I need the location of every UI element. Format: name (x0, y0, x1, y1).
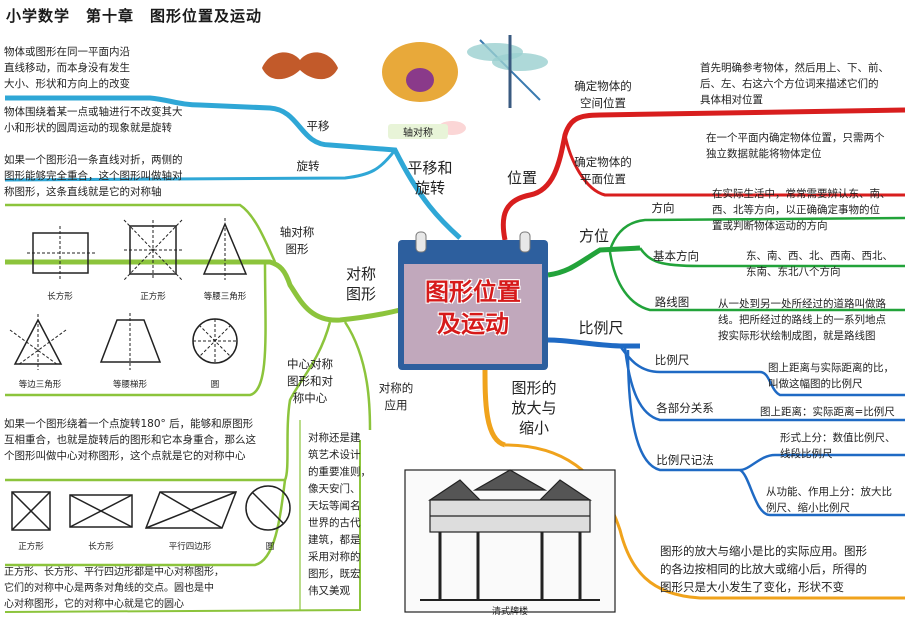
sub-axis-symmetry: 轴对称 图形 (279, 225, 315, 256)
central-shape-label: 平行四边形 (168, 542, 212, 552)
plane-position-desc: 在一个平面内确定物体位置，只需两个 独立数据就能将物体定位 (706, 132, 885, 160)
symmetry-images (262, 35, 548, 135)
route-map-desc: 从一处到另一处所经过的道路叫做路 线。把所经过的路线上的一系列地点 按实际形状绘… (718, 298, 886, 342)
axis-shape-label: 正方形 (140, 292, 166, 302)
central-shape-label: 正方形 (18, 542, 44, 552)
sub-direction: 方向 (651, 201, 675, 215)
archway-image (404, 469, 616, 613)
enlarge-reduce-desc: 图形的放大与缩小是比的实际应用。图形 的各边按相同的比放大或缩小后，所得的 图形… (660, 544, 867, 594)
branch-scale: 比例尺 (578, 319, 624, 337)
branch-direction-line (547, 245, 641, 278)
symmetry-application-desc: 对称还是建 筑艺术设计 的重要准则， 像天安门、 天坛等闻名 世界的古代 建筑，… (308, 432, 371, 597)
translate-desc: 物体或图形在同一平面内沿 直线移动，而本身没有发生 大小、形状和方向上的改变 (4, 46, 130, 90)
branch-position-line (500, 107, 906, 241)
archway-caption: 清式牌楼 (491, 607, 528, 617)
branch-translate-line (5, 95, 462, 240)
space-position-desc: 首先明确参考物体，然后用上、下、前、 后、左、右这六个方位词来描述它们的 具体相… (700, 62, 889, 106)
axis-shape-label: 等腰三角形 (203, 292, 247, 302)
sub-scale-definition: 比例尺 (654, 353, 690, 367)
central-shape-label: 圆 (265, 542, 275, 552)
branch-enlarge-reduce: 图形的 放大与 缩小 (511, 379, 557, 437)
axis-shape-label: 等边三角形 (18, 380, 62, 390)
scale-form-desc: 形式上分：数值比例尺、 线段比例尺 (780, 432, 896, 460)
branch-direction: 方位 (578, 227, 609, 245)
central-symmetry-note: 正方形、长方形、平行四边形都是中心对称图形， 它们的对称中心是两条对角线的交点。… (4, 567, 224, 610)
axis-shape-label: 圆 (210, 380, 220, 390)
sub-space-position: 确定物体的 空间位置 (574, 79, 632, 110)
parts-relation-desc: 图上距离：实际距离=比例尺 (760, 406, 895, 418)
sub-central-symmetry: 中心对称 图形和对 称中心 (287, 357, 333, 405)
branch-symmetry: 对称 图形 (345, 265, 376, 303)
branch-translate-rotate: 平移和 旋转 (407, 159, 453, 197)
axis-shape-label: 长方形 (47, 292, 73, 302)
rotate-desc: 物体围绕着某一点或轴进行不改变其大 小和形状的圆周运动的现象就是旋转 (4, 106, 183, 134)
sub-route-map: 路线图 (654, 295, 690, 309)
scale-definition-desc: 图上距离与实际距离的比， 叫做这幅图的比例尺 (768, 362, 894, 390)
axis-symmetry-desc: 如果一个图形沿一条直线对折，两侧的 图形能够完全重合，这个图形叫做轴对 称图形，… (4, 154, 183, 198)
sub-symmetry-application: 对称的 应用 (378, 381, 414, 412)
branch-symmetry-line (5, 259, 401, 323)
sub-scale-notation: 比例尺记法 (656, 453, 714, 467)
center-card (398, 231, 548, 370)
sub-plane-position: 确定物体的 平面位置 (574, 155, 632, 186)
branch-scale-line (547, 337, 640, 349)
sub-basic-direction: 基本方向 (653, 249, 699, 263)
page-title: 小学数学 第十章 图形位置及运动 (6, 7, 263, 25)
scale-function-desc: 从功能、作用上分：放大比 例尺、缩小比例尺 (766, 486, 892, 514)
central-shapes (11, 485, 291, 531)
basic-direction-desc: 东、南、西、北、西南、西北、 东南、东北八个方向 (746, 250, 893, 278)
central-shape-label: 长方形 (88, 542, 114, 552)
axis-symmetry-image-label: 轴对称 (388, 124, 448, 139)
sub-rotate: 旋转 (296, 159, 320, 173)
axis-shape-label: 等腰梯形 (112, 380, 147, 390)
central-symmetry-desc: 如果一个图形绕着一个点旋转180° 后，能够和原图形 互相重合，也就是旋转后的图… (4, 418, 256, 462)
branch-enlarge-line (482, 367, 506, 448)
center-title: 图形位置 及运动 (425, 278, 521, 338)
branch-position: 位置 (506, 169, 537, 187)
direction-desc: 在实际生活中，常常需要辨认东、南、 西、北等方向，以正确确定事物的位 置或判断物… (712, 188, 891, 232)
axis-shapes (9, 218, 248, 370)
sub-translate: 平移 (306, 119, 330, 133)
sub-parts-relation: 各部分关系 (656, 401, 714, 415)
